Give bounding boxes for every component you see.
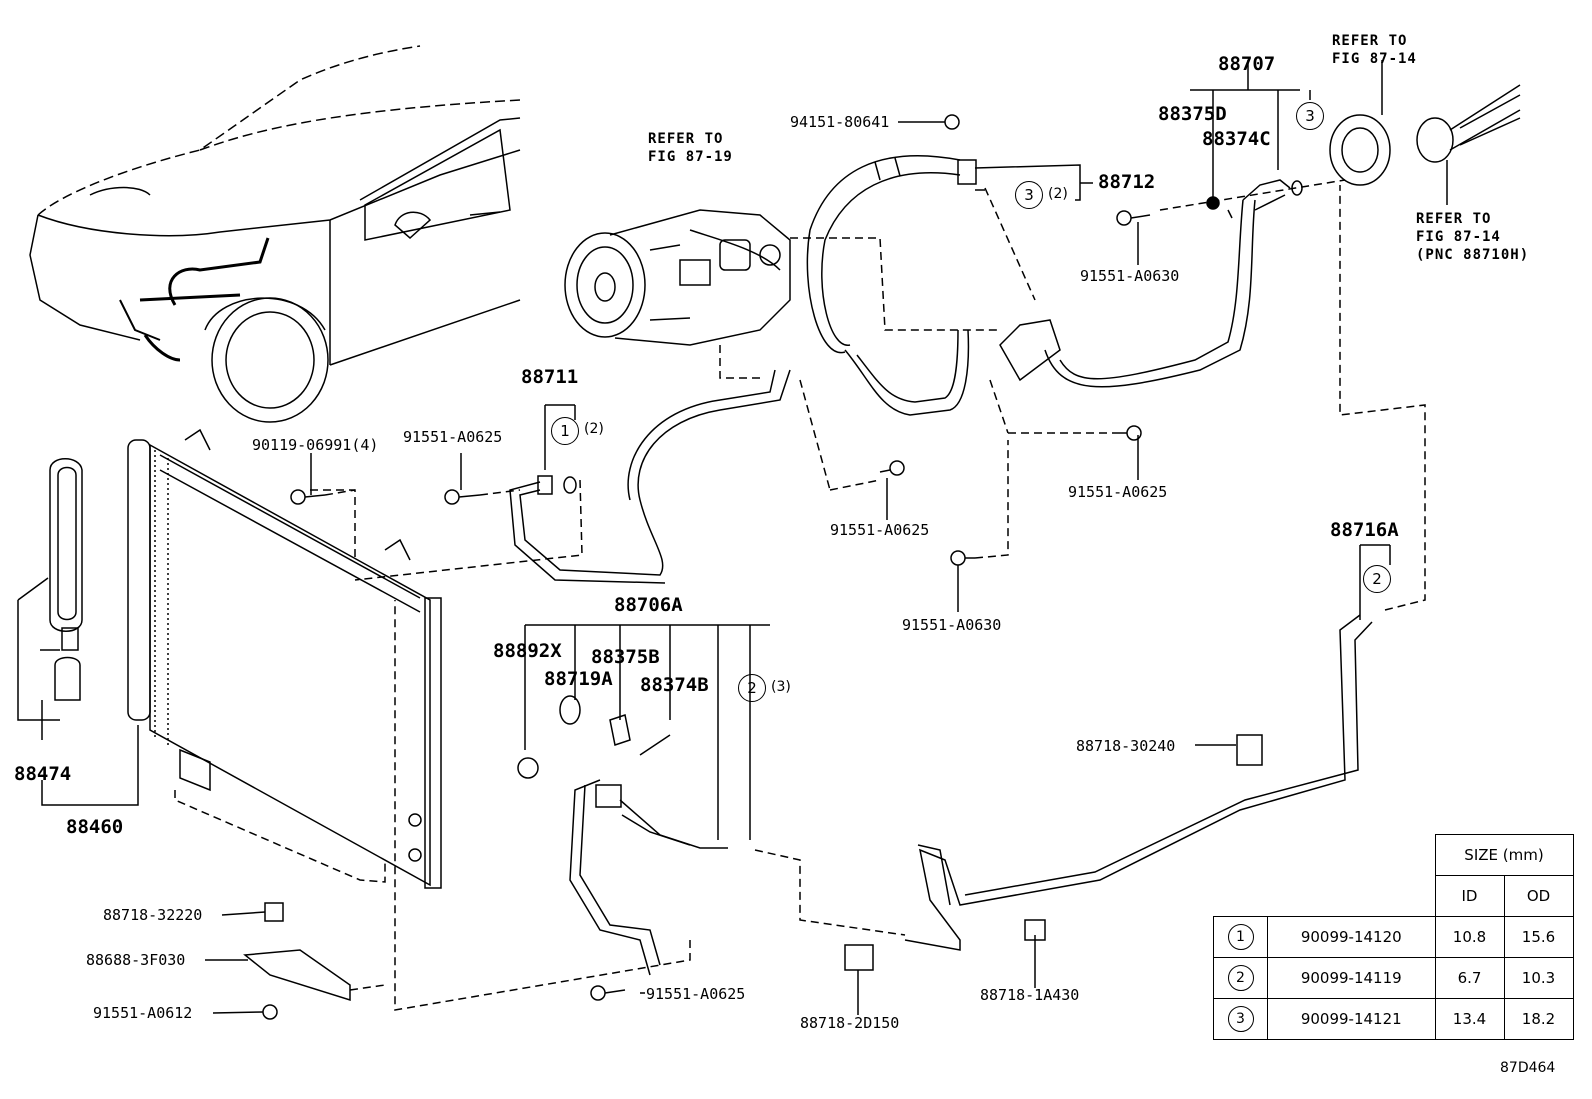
- label-88718-30240[interactable]: 88718-30240: [1076, 737, 1176, 755]
- label-91551-A0630-mid[interactable]: 91551-A0630: [902, 616, 1002, 634]
- part-number[interactable]: 90099-14120: [1267, 916, 1436, 958]
- size-header: SIZE (mm): [1434, 834, 1574, 876]
- callout-qty-88712: (2): [1048, 186, 1068, 202]
- size-od: 10.3: [1503, 957, 1574, 999]
- label-88375B[interactable]: 88375B: [591, 646, 660, 668]
- callout-2-88706A: 2: [738, 674, 766, 702]
- label-88707[interactable]: 88707: [1218, 53, 1276, 75]
- label-88718-32220[interactable]: 88718-32220: [103, 906, 203, 924]
- table-row[interactable]: 3 90099-14121 13.4 18.2: [1213, 998, 1574, 1040]
- refer-to-fig-87-14-top[interactable]: REFER TO FIG 87-14: [1332, 33, 1417, 67]
- part-number[interactable]: 90099-14119: [1267, 957, 1436, 999]
- label-91551-A0625-left[interactable]: 91551-A0625: [403, 428, 503, 446]
- label-88460[interactable]: 88460: [66, 816, 124, 838]
- label-88712[interactable]: 88712: [1098, 171, 1156, 193]
- label-88719A[interactable]: 88719A: [544, 668, 613, 690]
- label-94151-80641[interactable]: 94151-80641: [790, 113, 890, 131]
- size-od: 18.2: [1503, 998, 1574, 1040]
- size-id: 13.4: [1434, 998, 1505, 1040]
- expansion-valve-icon: [1329, 84, 1521, 186]
- size-od: 15.6: [1503, 916, 1574, 958]
- callout-1-88711: 1: [551, 417, 579, 445]
- compressor-icon: [564, 209, 791, 346]
- discharge-hose-88707-icon: [999, 179, 1291, 388]
- row-ref: 2: [1227, 965, 1254, 991]
- label-91551-A0630-top[interactable]: 91551-A0630: [1080, 267, 1180, 285]
- size-id: 6.7: [1434, 957, 1505, 999]
- part-number[interactable]: 90099-14121: [1267, 998, 1436, 1040]
- liquid-tube-88711-icon: [509, 369, 791, 584]
- label-88374B[interactable]: 88374B: [640, 674, 709, 696]
- label-91551-A0625-mid[interactable]: 91551-A0625: [830, 521, 930, 539]
- callout-2-88716A: 2: [1363, 565, 1391, 593]
- refer-to-fig-87-19[interactable]: REFER TO FIG 87-19: [648, 131, 733, 165]
- bolt-icon: [262, 114, 1151, 1020]
- label-88718-2D150[interactable]: 88718-2D150: [800, 1014, 900, 1032]
- label-88374C[interactable]: 88374C: [1202, 128, 1271, 150]
- pipe-88716A-icon: [904, 614, 1373, 951]
- label-88375D[interactable]: 88375D: [1158, 103, 1227, 125]
- label-88706A[interactable]: 88706A: [614, 594, 683, 616]
- figure-id: 87D464: [1500, 1060, 1556, 1076]
- size-id: 10.8: [1434, 916, 1505, 958]
- table-row: SIZE (mm): [1214, 834, 1574, 876]
- table-row[interactable]: 1 90099-14120 10.8 15.6: [1213, 916, 1574, 958]
- label-91551-A0612[interactable]: 91551-A0612: [93, 1004, 193, 1022]
- condenser-icon: [127, 428, 442, 889]
- label-90119-06991[interactable]: 90119-06991(4): [252, 436, 379, 454]
- callout-3-88707: 3: [1296, 102, 1324, 130]
- callout-3-88712: 3: [1015, 181, 1043, 209]
- table-row: ID OD: [1214, 875, 1574, 917]
- label-88716A[interactable]: 88716A: [1330, 519, 1399, 541]
- label-91551-A0625-right[interactable]: 91551-A0625: [1068, 483, 1168, 501]
- label-88892X[interactable]: 88892X: [493, 640, 562, 662]
- suction-hose-88712-icon: [806, 155, 977, 416]
- callout-qty-88711: (2): [584, 421, 604, 437]
- callout-qty-88706A: (3): [771, 679, 791, 695]
- label-88474[interactable]: 88474: [14, 763, 72, 785]
- label-91551-A0625-bottom[interactable]: 91551-A0625: [646, 985, 746, 1003]
- car-outline-icon: [29, 45, 521, 423]
- row-ref: 3: [1227, 1006, 1254, 1032]
- refer-to-fig-87-14-right[interactable]: REFER TO FIG 87-14 (PNC 88710H): [1416, 211, 1530, 263]
- seal-88474-icon: [49, 458, 83, 701]
- row-ref: 1: [1227, 924, 1254, 950]
- label-88688-3F030[interactable]: 88688-3F030: [86, 951, 186, 969]
- pipe-88706A-icon: [517, 695, 728, 976]
- o-ring-size-table: SIZE (mm) ID OD 1 90099-14120 10.8 15.6 …: [1213, 834, 1574, 1040]
- col-id: ID: [1434, 875, 1505, 917]
- label-88718-1A430[interactable]: 88718-1A430: [980, 986, 1080, 1004]
- table-row[interactable]: 2 90099-14119 6.7 10.3: [1213, 957, 1574, 999]
- label-88711[interactable]: 88711: [521, 366, 579, 388]
- col-od: OD: [1503, 875, 1574, 917]
